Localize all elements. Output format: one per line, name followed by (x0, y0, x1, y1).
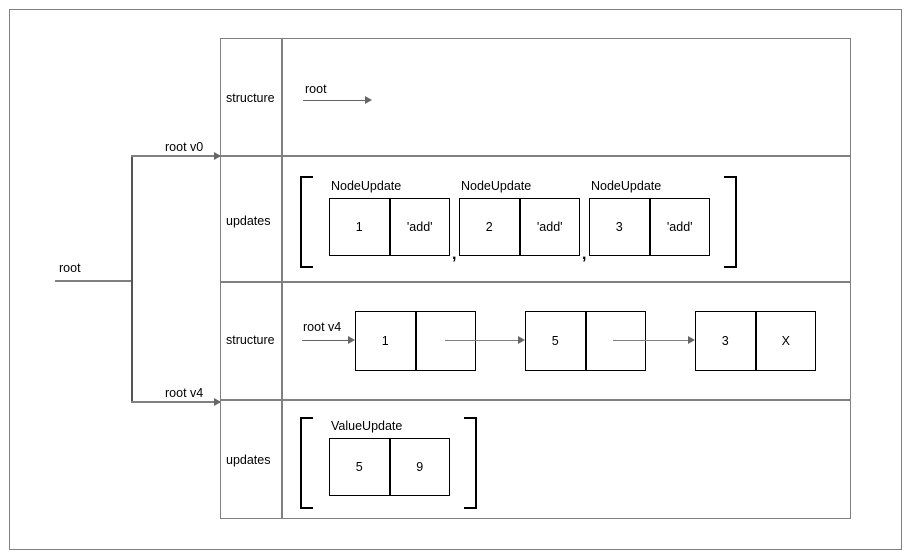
value-update-box-1: 5 9 (329, 438, 450, 496)
node-update-key-3: 3 (590, 199, 651, 255)
node-update-key-1: 1 (330, 199, 391, 255)
list-node-3-value: 3 (696, 312, 757, 370)
v0-root-pointer-label: root (305, 82, 327, 96)
v0-updates-bracket-open (300, 176, 313, 268)
v0-root-pointer-line (303, 100, 367, 101)
node-update-type-label-2: NodeUpdate (461, 179, 532, 193)
v0-root-pointer-arrowhead-icon (365, 96, 372, 104)
branch-vertical-line (131, 155, 133, 402)
v0-updates-separator-2: , (582, 246, 587, 263)
node-update-key-2: 2 (460, 199, 521, 255)
root-edge-line (55, 280, 132, 282)
node-update-op-1: 'add' (406, 220, 433, 234)
node-update-record-2: NodeUpdate 2 'add' (459, 179, 580, 256)
list-link-2-3-line (613, 340, 689, 341)
list-link-2-3-arrowhead-icon (688, 336, 695, 344)
page-frame (9, 9, 902, 550)
node-update-type-label-1: NodeUpdate (331, 179, 402, 193)
v4-root-pointer-label: root v4 (303, 320, 342, 334)
v4-updates-bracket-open (300, 417, 313, 509)
row-label-updates-v0: updates (226, 214, 271, 228)
node-update-op-2: 'add' (536, 220, 563, 234)
list-node-2-value: 5 (526, 312, 587, 370)
value-update-op-1: 9 (416, 460, 424, 474)
list-link-1-2-line (445, 340, 520, 341)
list-node-3-next: X (781, 334, 790, 348)
node-update-record-3: NodeUpdate 3 'add' (589, 179, 710, 256)
list-node-1-value: 1 (356, 312, 417, 370)
row-label-structure-v0: structure (226, 91, 275, 105)
value-update-key-1: 5 (330, 439, 391, 495)
v4-root-pointer-line (302, 340, 350, 341)
list-link-1-2-arrowhead-icon (518, 336, 525, 344)
branch-v4-label: root v4 (165, 386, 204, 400)
v4-updates-bracket-close (464, 417, 477, 509)
branch-v0-arrowhead-icon (214, 152, 221, 160)
list-node-1: 1 (355, 311, 476, 371)
list-node-2-next (587, 312, 646, 370)
list-node-3: 3 X (695, 311, 816, 371)
node-update-box-1: 1 'add' (329, 198, 450, 256)
node-update-type-label-3: NodeUpdate (591, 179, 662, 193)
versions-table (220, 38, 851, 519)
branch-v0-line (131, 155, 220, 157)
list-node-1-next (417, 312, 476, 370)
v0-updates-separator-1: , (452, 246, 457, 263)
row-label-updates-v4: updates (226, 453, 271, 467)
node-update-op-3: 'add' (666, 220, 693, 234)
v0-updates-bracket-close (724, 176, 737, 268)
node-update-record-1: NodeUpdate 1 'add' (329, 179, 450, 256)
node-update-box-2: 2 'add' (459, 198, 580, 256)
branch-v0-label: root v0 (165, 140, 204, 154)
branch-v4-arrowhead-icon (214, 398, 221, 406)
table-column-divider (281, 38, 283, 519)
branch-v4-line (131, 401, 220, 403)
root-edge-label: root (59, 261, 81, 275)
value-update-type-label-1: ValueUpdate (331, 419, 403, 433)
value-update-record-1: ValueUpdate 5 9 (329, 419, 450, 496)
table-row-divider-3 (220, 399, 851, 401)
row-label-structure-v4: structure (226, 333, 275, 347)
v4-root-pointer-arrowhead-icon (348, 336, 355, 344)
node-update-box-3: 3 'add' (589, 198, 710, 256)
list-node-2: 5 (525, 311, 646, 371)
table-row-divider-2 (220, 281, 851, 283)
table-row-divider-1 (220, 155, 851, 157)
